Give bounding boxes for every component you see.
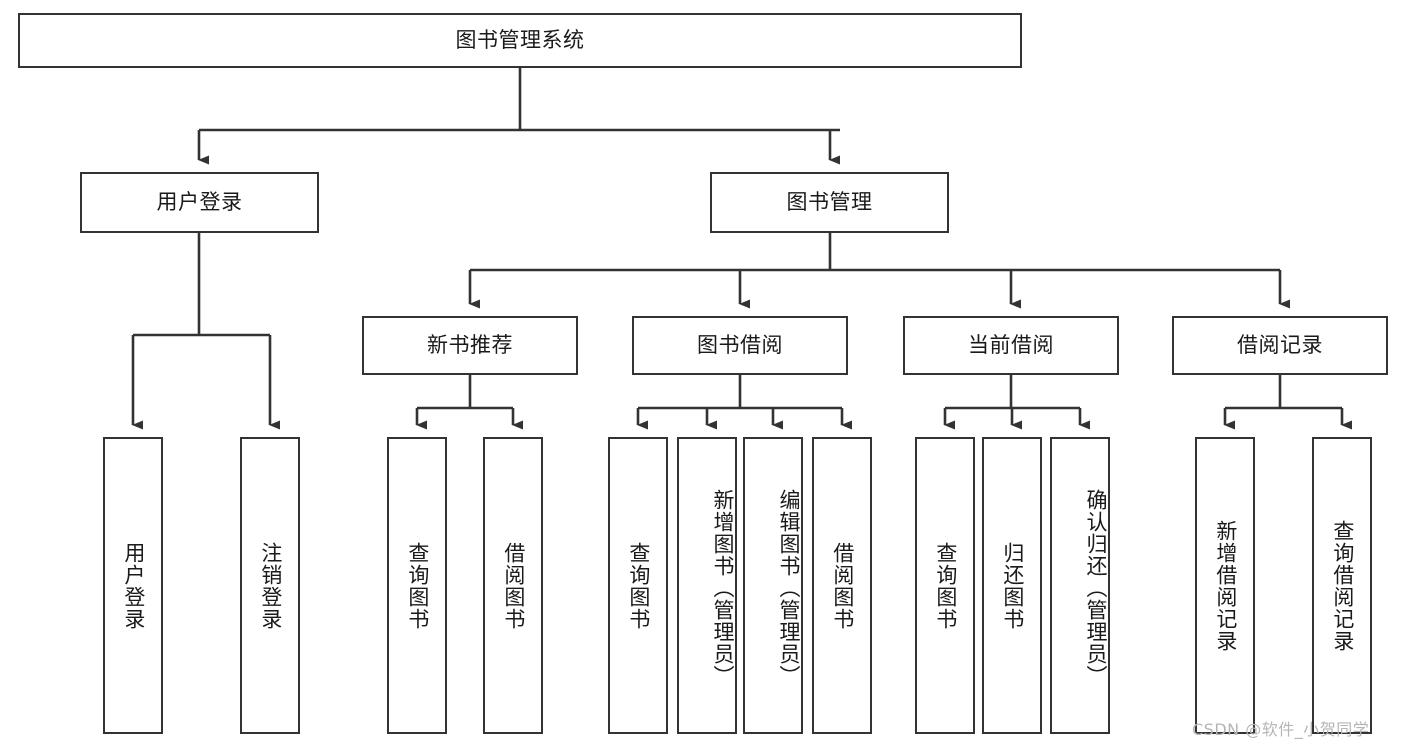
leaf-return-book[interactable]: 归还图书 bbox=[982, 437, 1042, 734]
leaf-add-borrow-record-label: 新增借阅记录 bbox=[1213, 519, 1238, 652]
leaf-query-borrow-record-label: 查询借阅记录 bbox=[1330, 519, 1355, 652]
leaf-return-book-label: 归还图书 bbox=[1000, 541, 1025, 630]
node-book-borrow-label: 图书借阅 bbox=[697, 332, 783, 357]
leaf-edit-book-admin[interactable]: 编辑图书（管理员） bbox=[743, 437, 803, 734]
leaf-borrow-book-new[interactable]: 借阅图书 bbox=[483, 437, 543, 734]
node-root-label: 图书管理系统 bbox=[455, 27, 585, 52]
leaf-query-book-new-label: 查询图书 bbox=[405, 541, 430, 630]
node-user-login-label: 用户登录 bbox=[156, 189, 243, 214]
leaf-user-login-label: 用户登录 bbox=[121, 541, 146, 630]
leaf-query-book-borrow-label: 查询图书 bbox=[626, 541, 651, 630]
node-current-borrow-label: 当前借阅 bbox=[968, 332, 1054, 357]
leaf-add-book-admin[interactable]: 新增图书（管理员） bbox=[677, 437, 737, 734]
node-book-management-label: 图书管理 bbox=[786, 189, 873, 214]
node-book-borrow[interactable]: 图书借阅 bbox=[632, 316, 848, 375]
node-root[interactable]: 图书管理系统 bbox=[18, 13, 1022, 68]
node-new-book-recommend-label: 新书推荐 bbox=[427, 332, 513, 357]
leaf-borrow-book[interactable]: 借阅图书 bbox=[812, 437, 872, 734]
node-new-book-recommend[interactable]: 新书推荐 bbox=[362, 316, 578, 375]
leaf-query-book-current-label: 查询图书 bbox=[933, 541, 958, 630]
leaf-user-login[interactable]: 用户登录 bbox=[103, 437, 163, 734]
leaf-borrow-book-new-label: 借阅图书 bbox=[501, 541, 526, 630]
leaf-query-book-borrow[interactable]: 查询图书 bbox=[608, 437, 668, 734]
leaf-query-book-current[interactable]: 查询图书 bbox=[915, 437, 975, 734]
leaf-add-book-admin-label: 新增图书（管理员） bbox=[711, 488, 735, 687]
leaf-confirm-return-admin[interactable]: 确认归还（管理员） bbox=[1050, 437, 1110, 734]
leaf-logout-label: 注销登录 bbox=[258, 541, 283, 630]
node-book-management[interactable]: 图书管理 bbox=[710, 172, 949, 233]
node-current-borrow[interactable]: 当前借阅 bbox=[903, 316, 1119, 375]
node-user-login[interactable]: 用户登录 bbox=[80, 172, 319, 233]
leaf-borrow-book-label: 借阅图书 bbox=[830, 541, 855, 630]
leaf-add-borrow-record[interactable]: 新增借阅记录 bbox=[1195, 437, 1255, 734]
leaf-logout[interactable]: 注销登录 bbox=[240, 437, 300, 734]
leaf-query-borrow-record[interactable]: 查询借阅记录 bbox=[1312, 437, 1372, 734]
node-borrow-record-label: 借阅记录 bbox=[1237, 332, 1323, 357]
leaf-confirm-return-admin-label: 确认归还（管理员） bbox=[1084, 488, 1108, 687]
leaf-edit-book-admin-label: 编辑图书（管理员） bbox=[777, 488, 801, 687]
leaf-query-book-new[interactable]: 查询图书 bbox=[387, 437, 447, 734]
node-borrow-record[interactable]: 借阅记录 bbox=[1172, 316, 1388, 375]
